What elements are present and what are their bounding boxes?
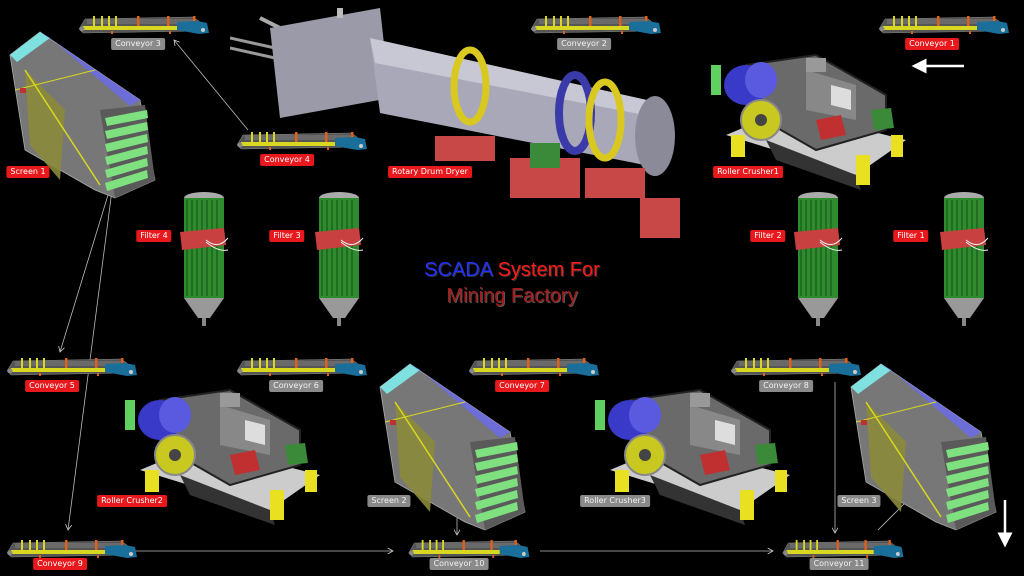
roller-crusher-3[interactable] — [590, 375, 800, 525]
screen-1-label[interactable]: Screen 1 — [6, 166, 50, 178]
screen-3-label[interactable]: Screen 3 — [837, 495, 881, 507]
conveyor-6-label[interactable]: Conveyor 6 — [269, 380, 323, 392]
screen-2-label[interactable]: Screen 2 — [367, 495, 411, 507]
filter-1-label[interactable]: Filter 1 — [893, 230, 929, 242]
rotary-drum-dryer-label[interactable]: Rotary Drum Dryer — [388, 166, 472, 178]
conveyor-4-label[interactable]: Conveyor 4 — [260, 154, 314, 166]
conveyor-9[interactable] — [3, 537, 143, 559]
conveyor-11-label[interactable]: Conveyor 11 — [809, 558, 869, 570]
conveyor-4[interactable] — [233, 129, 373, 151]
conveyor-3[interactable] — [75, 13, 215, 35]
filter-3-label[interactable]: Filter 3 — [269, 230, 305, 242]
conveyor-5[interactable] — [3, 355, 143, 377]
page-title: SCADA System For — [0, 258, 1024, 282]
screen-2[interactable] — [375, 362, 530, 532]
conveyor-1[interactable] — [875, 13, 1015, 35]
conveyor-6[interactable] — [233, 355, 373, 377]
conveyor-11[interactable] — [779, 537, 909, 559]
roller-crusher-2-label[interactable]: Roller Crusher2 — [97, 495, 167, 507]
conveyor-8[interactable] — [727, 355, 867, 377]
conveyor-5-label[interactable]: Conveyor 5 — [25, 380, 79, 392]
conveyor-10[interactable] — [405, 537, 535, 559]
title-scada: SCADA — [424, 259, 492, 281]
conveyor-1-label[interactable]: Conveyor 1 — [905, 38, 959, 50]
roller-crusher-3-label[interactable]: Roller Crusher3 — [580, 495, 650, 507]
flow-screen1-to-c5 — [60, 194, 109, 352]
roller-crusher-1-label[interactable]: Roller Crusher1 — [713, 166, 783, 178]
conveyor-7[interactable] — [465, 355, 605, 377]
filter-3[interactable] — [311, 190, 366, 330]
conveyor-10-label[interactable]: Conveyor 10 — [429, 558, 489, 570]
rotary-drum-dryer[interactable] — [230, 8, 700, 243]
conveyor-2[interactable] — [527, 13, 667, 35]
screen-1[interactable] — [5, 30, 160, 200]
filter-4-label[interactable]: Filter 4 — [136, 230, 172, 242]
conveyor-3-label[interactable]: Conveyor 3 — [111, 38, 165, 50]
roller-crusher-1[interactable] — [706, 40, 916, 190]
filter-4[interactable] — [176, 190, 231, 330]
filter-2[interactable] — [790, 190, 845, 330]
conveyor-8-label[interactable]: Conveyor 8 — [759, 380, 813, 392]
page-subtitle: Mining Factory — [446, 285, 578, 307]
flow-c4-to-c3 — [174, 40, 249, 131]
title-system-for: System For — [497, 259, 600, 281]
filter-1[interactable] — [936, 190, 991, 330]
filter-2-label[interactable]: Filter 2 — [750, 230, 786, 242]
conveyor-9-label[interactable]: Conveyor 9 — [33, 558, 87, 570]
roller-crusher-2[interactable] — [120, 375, 330, 525]
screen-3[interactable] — [846, 362, 1001, 532]
conveyor-7-label[interactable]: Conveyor 7 — [495, 380, 549, 392]
conveyor-2-label[interactable]: Conveyor 2 — [557, 38, 611, 50]
